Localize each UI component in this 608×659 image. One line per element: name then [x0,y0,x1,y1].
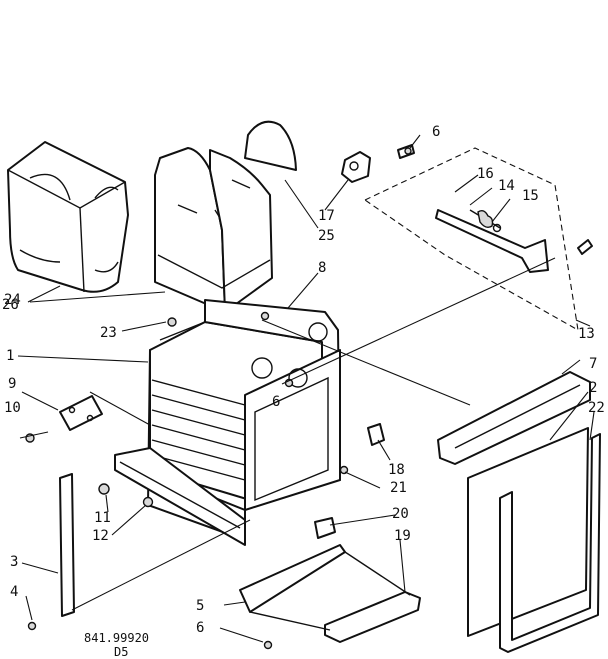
drawing-number: 841.99920 [84,631,149,645]
callout-7: 7 [589,356,597,372]
base-rail-part [114,447,246,546]
clip-part [367,423,385,446]
callout-6-bottom: 6 [196,620,204,636]
kick-plate-part [239,544,421,643]
callout-15: 15 [522,188,539,204]
callout-12: 12 [92,528,109,544]
callout-25: 25 [318,228,335,244]
callout-11: 11 [94,510,111,526]
callout-20: 20 [392,506,409,522]
liner-box-part [154,147,273,313]
callout-26: 26 [2,297,19,313]
bag-part [7,141,129,293]
handle-rail-part [437,371,591,465]
callout-2: 2 [589,380,597,396]
callout-14: 14 [498,178,515,194]
callout-23: 23 [100,325,117,341]
flap-part [244,120,297,171]
strip-part [59,473,75,617]
latch-assembly [341,144,593,332]
callout-labels: 26 24 25 17 6 16 14 15 8 23 1 9 10 6 7 2… [2,124,605,659]
callout-18: 18 [388,462,405,478]
callout-21: 21 [390,480,407,496]
hardware-parts [25,147,412,650]
catch-part [314,517,336,539]
callout-16: 16 [477,166,494,182]
callout-22: 22 [588,400,605,416]
door-frame-part [499,433,601,653]
callout-3: 3 [10,554,18,570]
leader-lines [17,134,595,643]
hinge-bracket-part [59,395,103,431]
callout-13: 13 [578,326,595,342]
callout-6-mid: 6 [272,394,280,410]
callout-19: 19 [394,528,411,544]
callout-1: 1 [6,348,14,364]
callout-8: 8 [318,260,326,276]
drawing-code: D5 [114,645,128,659]
callout-6-top: 6 [432,124,440,140]
callout-10: 10 [4,400,21,416]
callout-9: 9 [8,376,16,392]
callout-24: 24 [4,292,21,308]
panel-part [467,427,589,637]
callout-4: 4 [10,584,18,600]
callout-17: 17 [318,208,335,224]
callout-5: 5 [196,598,204,614]
